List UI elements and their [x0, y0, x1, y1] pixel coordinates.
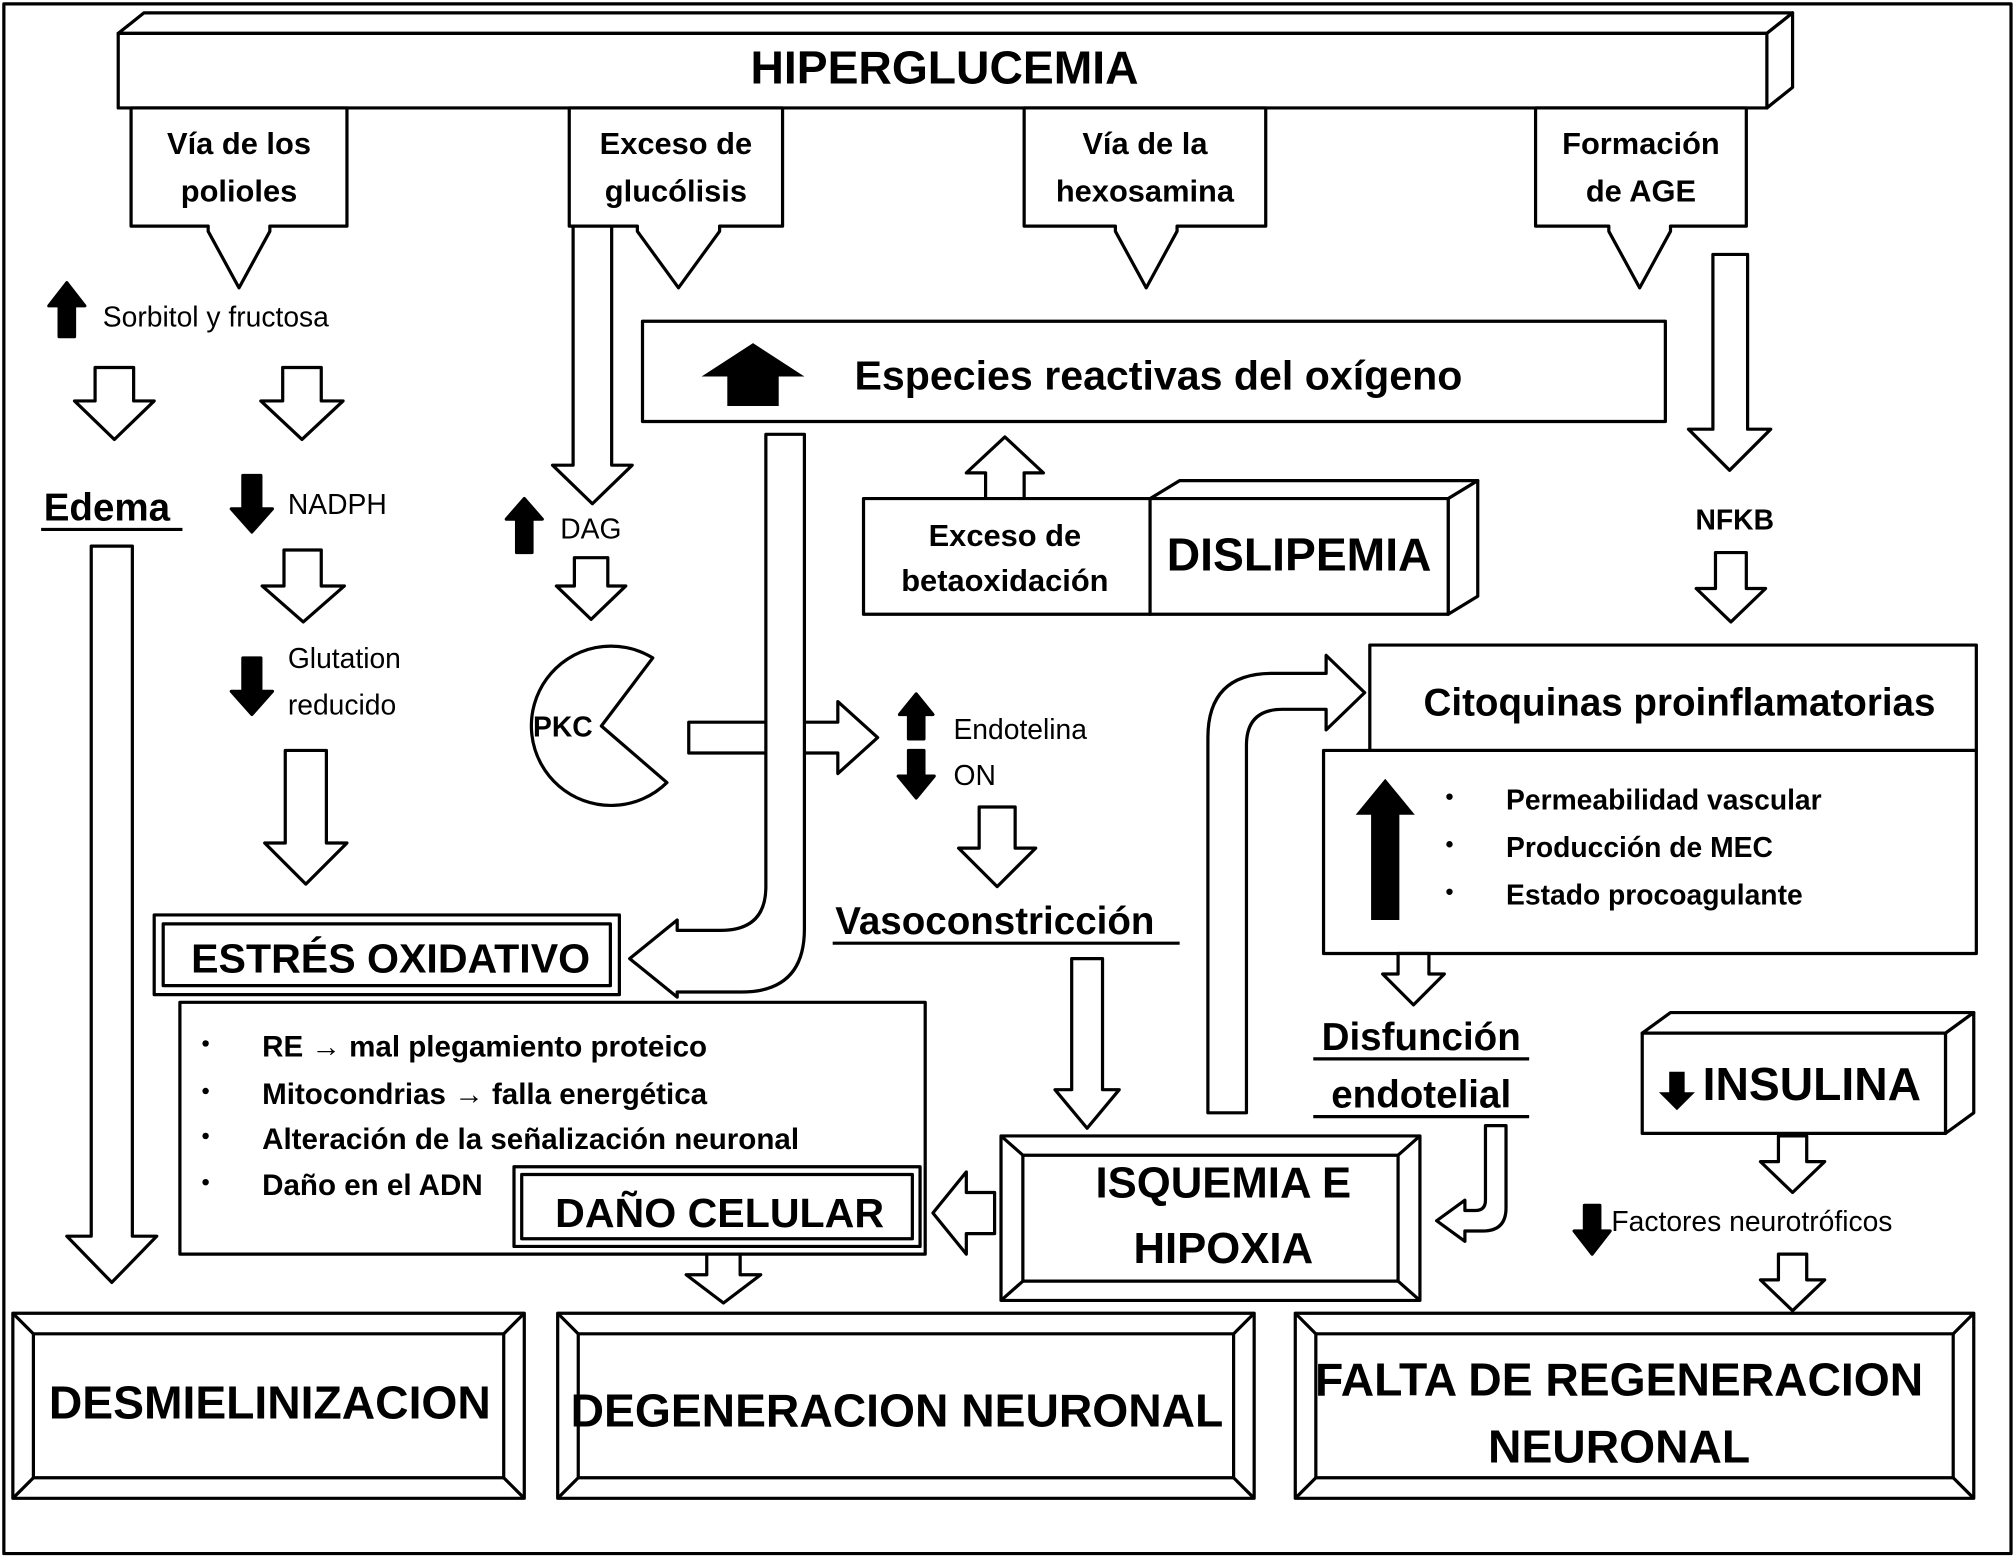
regeneration-line1: FALTA DE REGENERACION [1315, 1354, 1923, 1406]
ischemia-line2: HIPOXIA [1133, 1224, 1313, 1273]
pathway-glycolysis-line2: glucólisis [605, 174, 747, 209]
regeneration-line2: NEURONAL [1488, 1420, 1750, 1472]
demyelination-label: DESMIELINIZACION [49, 1377, 491, 1429]
big-up-arrow-icon [1355, 778, 1415, 921]
pathway-glycolysis: Exceso de glucólisis [567, 106, 785, 290]
dyslipidemia-label: DISLIPEMIA [1167, 529, 1432, 581]
arrow-icon [260, 548, 346, 624]
arrow-icon [550, 224, 634, 506]
long-arrow-icon [65, 544, 159, 1285]
pathway-polyol: Vía de los polioles [129, 106, 349, 290]
oxidative-stress-box: ESTRÉS OXIDATIVO [152, 913, 621, 997]
stress-effect-item: Alteración de la señalización neuronal [262, 1123, 799, 1156]
nadph-label: NADPH [288, 488, 387, 520]
insulin-label: INSULINA [1703, 1058, 1921, 1110]
hiperglucemia-box: HIPERGLUCEMIA [116, 11, 1795, 110]
arrow-icon [1053, 957, 1121, 1130]
stress-effect-item: Daño en el ADN [262, 1169, 483, 1202]
up-hollow-arrow-icon [964, 435, 1046, 501]
pathway-age: Formación de AGE [1533, 106, 1748, 290]
stress-effects-list: RE → mal plegamiento proteico Mitocondri… [202, 1030, 799, 1202]
ros-box [640, 319, 1667, 424]
cell-damage-label: DAÑO CELULAR [555, 1190, 884, 1236]
cell-damage-box: DAÑO CELULAR [512, 1165, 922, 1249]
pathway-hexosamine-line2: hexosamina [1056, 174, 1235, 209]
cytokine-effect-item: Permeabilidad vascular [1506, 784, 1822, 816]
arrow-icon [259, 365, 345, 442]
up-arrow-icon [47, 281, 87, 339]
pathway-age-line1: Formación [1562, 126, 1720, 161]
cytokine-effects-list: Permeabilidad vascular Producción de MEC… [1446, 784, 1822, 911]
pathway-hexosamine-line1: Vía de la [1082, 126, 1208, 161]
left-arrow-icon [931, 1170, 997, 1256]
cytokine-effect-item: Estado procoagulante [1506, 879, 1803, 911]
up-arrow-icon [897, 692, 935, 741]
glutathione-line1: Glutation [288, 642, 401, 674]
endothelial-dysfunction-line2: endotelial [1331, 1074, 1511, 1117]
glutathione-line2: reducido [288, 688, 396, 720]
ischemia-box: ISQUEMIA E HIPOXIA [999, 1134, 1422, 1303]
arrow-icon [1758, 1134, 1827, 1195]
demyelination-box: DESMIELINIZACION [11, 1311, 526, 1500]
arrow-icon [684, 1252, 763, 1305]
endothelial-dysfunction-line1: Disfunción [1322, 1016, 1521, 1059]
regeneration-box: FALTA DE REGENERACION NEURONAL [1293, 1311, 1976, 1500]
pkc-shape [529, 644, 669, 808]
cytokine-effects-box [1321, 748, 1978, 956]
pathway-age-line2: de AGE [1586, 174, 1696, 209]
cytokines-label: Citoquinas proinflamatorias [1424, 682, 1936, 725]
beta-oxidation-box [861, 496, 1152, 616]
big-up-arrow-icon [701, 343, 805, 407]
arrow-icon [1694, 550, 1768, 624]
nfkb-label: NFKB [1696, 503, 1774, 535]
degeneration-box: DEGENERACION NEURONAL [556, 1311, 1256, 1500]
vasoconstriction-label: Vasoconstricción [835, 900, 1154, 943]
degeneration-label: DEGENERACION NEURONAL [571, 1384, 1224, 1436]
dag-label: DAG [560, 512, 621, 544]
ischemia-line1: ISQUEMIA E [1095, 1159, 1351, 1208]
pathway-glycolysis-line1: Exceso de [600, 126, 753, 161]
arrow-icon [1381, 951, 1446, 1007]
arrow-icon [72, 365, 156, 442]
arrow-icon [554, 556, 628, 621]
up-arrow-icon [504, 496, 544, 555]
beta-oxidation-line2: betaoxidación [901, 563, 1108, 598]
down-arrow-icon [229, 473, 275, 534]
down-arrow-icon [1572, 1203, 1612, 1256]
pkc-label: PKC [533, 710, 593, 742]
sorbitol-label: Sorbitol y fructosa [103, 300, 329, 332]
on-label: ON [953, 759, 995, 791]
insulin-box: INSULINA [1640, 1010, 1976, 1135]
dyslipidemia-box: DISLIPEMIA [1148, 478, 1480, 616]
down-arrow-icon [896, 748, 936, 800]
pathway-polyol-line2: polioles [181, 174, 297, 209]
stress-effect-item: RE → mal plegamiento proteico [262, 1030, 707, 1063]
cytokine-effect-item: Producción de MEC [1506, 831, 1773, 863]
hook-arrow-icon [1435, 1124, 1508, 1243]
bent-arrow-icon [1206, 653, 1367, 1115]
arrow-icon [957, 805, 1038, 889]
endothelin-label: Endotelina [953, 713, 1087, 745]
arrow-icon [1686, 252, 1773, 472]
pathway-polyol-line1: Vía de los [167, 126, 311, 161]
beta-oxidation-line1: Exceso de [929, 518, 1082, 553]
oxidative-stress-label: ESTRÉS OXIDATIVO [191, 936, 590, 982]
ros-label: Especies reactivas del oxígeno [855, 352, 1463, 398]
curved-arrow-icon [628, 432, 807, 999]
down-arrow-icon [1658, 1071, 1695, 1111]
pathway-hexosamine: Vía de la hexosamina [1022, 106, 1268, 290]
stress-effect-item: Mitocondrias → falla energética [262, 1078, 708, 1111]
hiperglucemia-label: HIPERGLUCEMIA [750, 42, 1138, 94]
down-arrow-icon [229, 656, 275, 717]
edema-label: Edema [44, 486, 171, 529]
arrow-icon [1758, 1252, 1827, 1313]
neurotrophic-label: Factores neurotróficos [1611, 1205, 1892, 1237]
arrow-icon [263, 748, 349, 886]
